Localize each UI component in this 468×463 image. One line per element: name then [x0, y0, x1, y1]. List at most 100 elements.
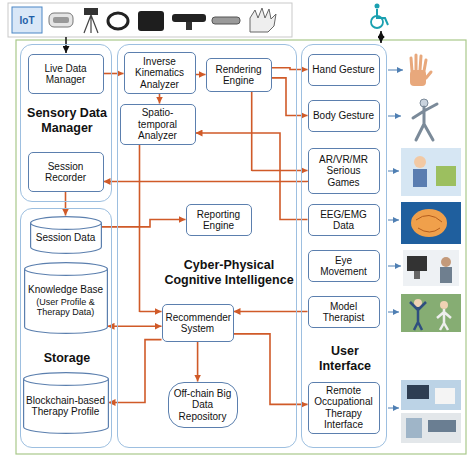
flow-connector	[140, 145, 162, 313]
text-holder: Off-chain Big Data Repository	[169, 387, 237, 422]
output-arrow	[388, 266, 401, 267]
patient-head	[440, 301, 448, 309]
output-arrow	[388, 408, 399, 409]
flow-connector	[272, 78, 308, 116]
flow-connector	[102, 220, 186, 227]
person-body	[440, 267, 452, 283]
ar-player-body	[413, 169, 427, 187]
device-strip	[8, 3, 292, 37]
text-holder: Session Recorder	[29, 160, 103, 183]
headset-lens	[53, 17, 69, 23]
database-cylinder: Blockchain-based Therapy Profile	[23, 372, 109, 434]
flow-connector	[104, 73, 124, 75]
cylinder-top	[24, 262, 107, 275]
iot-icon	[12, 7, 42, 33]
patient-figure	[437, 309, 451, 330]
remote-room	[401, 380, 461, 410]
node-text: Recommender System	[166, 311, 230, 334]
ar-player	[414, 156, 426, 168]
text-holder: Model Therapist	[309, 300, 379, 323]
brain-folds	[416, 215, 442, 232]
flow-connector	[159, 94, 161, 104]
output-arrow	[388, 220, 399, 221]
panel-title: Sensory Data Manager	[23, 97, 111, 145]
fingers	[411, 55, 431, 78]
flow-connector	[104, 181, 308, 183]
therapy-bench	[428, 420, 456, 432]
ar-object	[436, 166, 456, 186]
text-holder: Live Data Manager	[29, 62, 103, 85]
person-head	[441, 257, 451, 267]
database-cylinder: Knowledge Base(User Profile & Therapy Da…	[24, 262, 108, 334]
ar-game-picture	[401, 148, 461, 196]
node-text: Rendering Engine	[210, 63, 268, 86]
eeg-picture	[401, 202, 461, 244]
eye-ground	[403, 250, 459, 286]
ar-scene	[401, 148, 461, 196]
outer-frame	[16, 40, 466, 454]
repository-box: Off-chain Big Data Repository	[168, 382, 238, 428]
input-arrow	[65, 37, 67, 53]
node-text: Reporting Engine	[190, 208, 248, 231]
database-cylinder: Session Data	[30, 216, 102, 254]
process-box: EEG/EMG Data	[308, 204, 380, 236]
text-holder: Rendering Engine	[207, 63, 271, 86]
remote-desk	[435, 388, 455, 404]
panel-title: User Interface	[304, 339, 386, 379]
model-therapist-picture	[401, 294, 461, 332]
output-arrow	[388, 312, 399, 313]
leap-sensor-icon	[212, 17, 240, 24]
cylinder-body	[23, 379, 108, 433]
process-box: Rendering Engine	[206, 58, 272, 92]
process-box: Body Gesture	[308, 100, 380, 132]
process-box: AR/VR/MR Serious Games	[308, 148, 380, 194]
body-picture	[413, 99, 437, 140]
node-text: Inverse Kinematics Analyzer	[128, 55, 192, 90]
text-holder: Remote Occupational Therapy Interface	[309, 385, 379, 431]
therapy-room	[401, 413, 461, 443]
kinect-stand	[186, 22, 192, 30]
camera-body	[84, 8, 98, 15]
node-text: Session Recorder	[32, 160, 100, 183]
eeg-ground	[401, 202, 461, 244]
wheelchair-wheel	[371, 16, 383, 28]
kinect-icon	[172, 14, 206, 30]
panel-region: User Interface Hand GestureBody GestureAR…	[301, 44, 387, 448]
user-arrow	[380, 31, 382, 43]
node-text: Off-chain Big Data Repository	[172, 387, 234, 422]
armband-icon	[108, 13, 128, 29]
node-text: Eye Movement	[312, 254, 376, 277]
wheelchair-head	[375, 4, 380, 9]
camera-tripod-icon	[84, 8, 98, 33]
flow-connector	[272, 68, 308, 70]
text-holder: Body Gesture	[309, 110, 379, 122]
vr-headset-icon	[49, 13, 73, 27]
output-arrow	[388, 70, 403, 71]
process-box: Eye Movement	[308, 250, 380, 282]
process-box: Recommender System	[162, 304, 234, 342]
node-text: Remote Occupational Therapy Interface	[312, 385, 376, 431]
brain	[411, 209, 447, 237]
wheelchair-icon	[371, 4, 388, 29]
text-holder: Hand Gesture	[309, 64, 379, 76]
panel-title: Storage	[23, 343, 111, 373]
panel-region: Storage Session DataKnowledge Base(User P…	[20, 208, 112, 448]
cylinder-top	[23, 372, 108, 385]
node-text: AR/VR/MR Serious Games	[312, 153, 376, 188]
process-box: Live Data Manager	[28, 54, 104, 94]
process-box: Inverse Kinematics Analyzer	[124, 52, 196, 94]
text-holder: Blockchain-based Therapy Profile	[23, 394, 109, 417]
panel-title: Cyber-Physical Cognitive Intelligence	[164, 245, 294, 301]
node-text: Model Therapist	[312, 300, 376, 323]
node-text: Knowledge Base	[27, 283, 105, 295]
monitor-stand	[414, 271, 420, 279]
headset-body	[49, 13, 73, 27]
text-holder: EEG/EMG Data	[309, 208, 379, 231]
cylinder-body	[24, 269, 107, 333]
body-limbs	[413, 104, 437, 140]
flow-connector	[196, 74, 206, 76]
kinect-bar	[172, 14, 206, 22]
process-box: Spatio-temporal Analyzer	[120, 104, 196, 145]
therapy-device	[406, 418, 422, 438]
glove-icon	[250, 8, 276, 32]
